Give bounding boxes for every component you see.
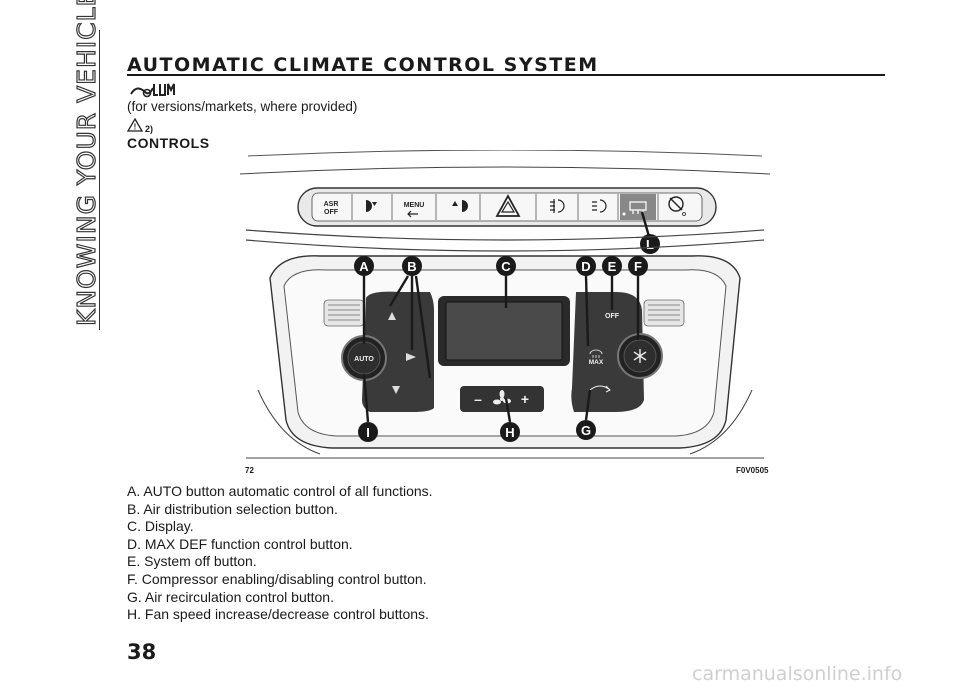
callout-l: [640, 234, 660, 254]
legend-item: G. Air recirculation control button.: [127, 588, 334, 605]
callout-i-letter: I: [366, 425, 370, 440]
max-def-icon: [589, 349, 603, 358]
svg-text:!: !: [134, 123, 137, 132]
callout-d-letter: D: [581, 259, 590, 274]
menu-return-icon: [407, 210, 418, 218]
callout-i: I: [358, 422, 378, 442]
max-def-label: MAX: [589, 359, 604, 366]
asr-off-label-2: OFF: [324, 209, 339, 216]
controls-heading: CONTROLS: [127, 135, 210, 151]
callout-a: A: [354, 256, 374, 276]
callout-h: H: [500, 422, 520, 442]
fan-minus-label: –: [474, 391, 482, 407]
warning-ref-number: 2): [145, 124, 154, 134]
legend-item: B. Air distribution selection button.: [127, 500, 338, 517]
off-button-label: OFF: [605, 313, 620, 320]
callout-e: E: [602, 256, 622, 276]
legend-item: A. AUTO button automatic control of all …: [127, 483, 433, 499]
fog-light-icon: [550, 199, 565, 213]
versions-markets-icon: [130, 83, 175, 98]
warning-reference: ! 2): [126, 117, 153, 134]
rear-fog-icon: [592, 199, 607, 213]
headlight-adjust-icon: [366, 200, 377, 212]
display-screen: [445, 301, 563, 361]
snowflake-icon: [633, 349, 647, 363]
callout-h-letter: H: [505, 425, 514, 440]
legend-item: C. Display.: [127, 518, 194, 535]
dash-mid-line: [245, 229, 765, 241]
callout-e-letter: E: [608, 259, 617, 274]
dash-top-line: [247, 150, 763, 157]
title-rule: [127, 74, 885, 76]
controls-legend: A. AUTO button automatic control of all …: [127, 483, 433, 624]
callout-b-letter: B: [407, 259, 416, 274]
callout-g-letter: G: [581, 423, 591, 438]
recirculation-icon: [589, 385, 611, 393]
right-vent: [643, 299, 685, 327]
legend-item: D. MAX DEF function control button.: [127, 535, 353, 552]
callout-d: D: [576, 256, 596, 276]
air-distribution-panel: [362, 291, 434, 412]
warning-icon: !: [126, 117, 144, 132]
rear-defrost-button: [620, 194, 656, 220]
callout-lines: [362, 275, 640, 423]
top-switch-strip: ASR OFF MENU: [297, 187, 717, 227]
start-stop-icon: [668, 196, 684, 212]
callout-a-letter: A: [359, 259, 369, 274]
hazard-icon: [495, 194, 521, 217]
air-dist-up-icon: [388, 312, 396, 320]
menu-label: MENU: [404, 202, 425, 209]
figure-code: F0V0505: [736, 466, 769, 475]
callout-g: G: [576, 420, 596, 440]
rear-defrost-icon: [629, 201, 647, 214]
legend-item: E. System off button.: [127, 553, 257, 570]
callout-c-letter: C: [501, 259, 511, 274]
dash-upper-line: [240, 166, 770, 175]
versions-note: (for versions/markets, where provided): [127, 99, 358, 114]
page-number: 38: [127, 640, 157, 664]
side-tab-rule: [99, 30, 100, 330]
auto-knob-label: AUTO: [354, 356, 374, 363]
left-vent: [323, 299, 365, 327]
asr-off-label: ASR: [324, 201, 339, 208]
side-tab: KNOWING YOUR VEHICLE: [62, 0, 108, 327]
section-title: AUTOMATIC CLIMATE CONTROL SYSTEM: [127, 54, 599, 76]
fan-plus-label: +: [521, 391, 529, 407]
right-button-panel: [571, 292, 644, 412]
callout-f-letter: F: [634, 259, 642, 274]
legend-item: H. Fan speed increase/decrease control b…: [127, 606, 429, 623]
callout-l-letter: L: [646, 237, 654, 252]
air-dist-face-icon: [406, 353, 416, 361]
air-dist-down-icon: [392, 386, 400, 394]
light-icon: [452, 200, 468, 212]
legend-item: F. Compressor enabling/disabling control…: [127, 570, 427, 587]
side-tab-label: KNOWING YOUR VEHICLE: [71, 0, 101, 327]
figure-number: 72: [245, 466, 254, 475]
callout-b: B: [402, 256, 422, 276]
climate-control-figure: ASR OFF MENU L AUTO: [240, 150, 770, 459]
watermark: carmanualsonline.info: [692, 663, 903, 685]
callout-f: F: [628, 256, 648, 276]
callout-c: C: [496, 256, 516, 276]
